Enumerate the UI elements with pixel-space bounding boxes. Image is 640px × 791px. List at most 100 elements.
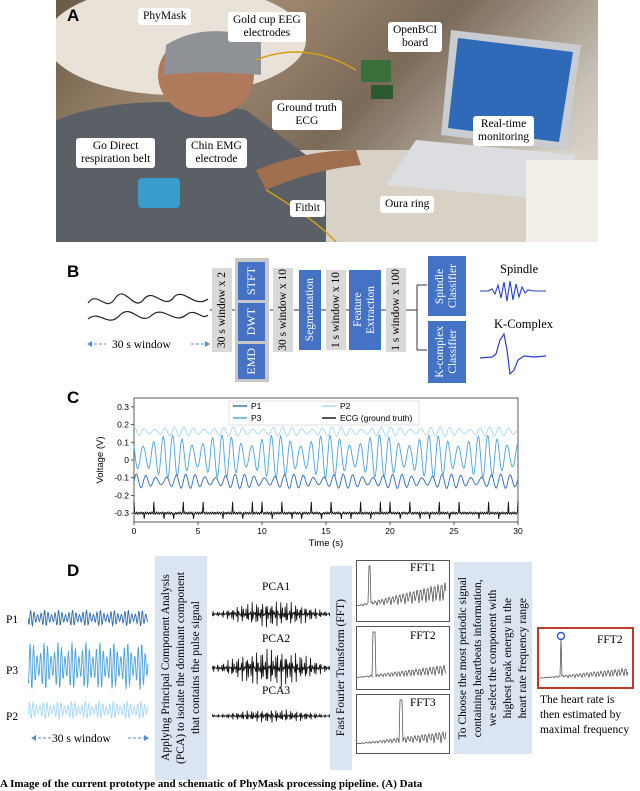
callout-fitbit-text: Fitbit: [295, 202, 320, 214]
box-feature-extraction: Feature Extraction: [349, 270, 381, 350]
box-kcomplex-text: K-complex Classifier: [434, 326, 459, 378]
result-spectrum-layer: [540, 637, 629, 679]
y-tick-label: -0.2: [114, 490, 129, 500]
fft-spectra-layer: [356, 565, 447, 745]
pca-signal-layer: [212, 601, 334, 723]
y-tick-label: 0.1: [117, 437, 129, 447]
pca-component-wave: [212, 648, 334, 688]
box-segmentation-text: Segmentation: [304, 278, 316, 342]
fft-spectrum-line: [356, 565, 447, 607]
callout-openbci-text: OpenBCI board: [393, 24, 438, 49]
input-signal-layer: [28, 609, 149, 721]
x-tick-label: 5: [196, 526, 201, 536]
box-stft: STFT: [238, 262, 265, 300]
result-spectrum-line: [540, 637, 629, 679]
result-fft-label: FFT2: [597, 634, 623, 646]
box-spindle-classifier: Spindle Classifier: [428, 256, 466, 316]
fft-spectrum-line: [356, 699, 447, 745]
y-axis-label: Voltage (V): [95, 437, 106, 484]
x-tick-label: 10: [257, 526, 267, 536]
box-1s-x100-text: 1 s window x 100: [390, 269, 402, 351]
callout-gold-cup: Gold cup EEG electrodes: [228, 12, 306, 42]
spindle-waveform: [480, 280, 546, 302]
p2-label: P2: [6, 711, 19, 723]
legend-entry: P3: [251, 413, 262, 423]
box-emd-text: EMD: [244, 348, 258, 375]
fft-spectrum-line: [356, 631, 447, 678]
callout-go-direct: Go Direct respiration belt: [76, 138, 156, 168]
input-signals: [28, 609, 149, 721]
fft-spectra: [356, 565, 447, 745]
callout-phymask: PhyMask: [138, 8, 192, 25]
y-ticks: 0.30.20.10-0.1-0.2-0.3: [114, 402, 134, 518]
box-dwt: DWT: [238, 303, 265, 341]
x-tick-label: 30: [513, 526, 523, 536]
peak-marker: [556, 631, 566, 641]
panel-label-b: B: [67, 262, 80, 281]
figure-caption: A Image of the current prototype and sch…: [0, 778, 423, 790]
pca-description-box: Applying Principal Component Analysis (P…: [155, 556, 207, 780]
series-layer: [133, 426, 519, 519]
callout-ecg-text: Ground truth ECG: [277, 102, 337, 127]
x-axis-label: Time (s): [309, 538, 343, 549]
fft2-plot: [356, 626, 450, 690]
y-tick-label: -0.1: [114, 473, 129, 483]
box-1s-x100: 1 s window x 100: [386, 268, 406, 352]
legend-entry: P1: [251, 401, 262, 411]
callout-phymask-text: PhyMask: [143, 10, 187, 22]
result-spectrum: [540, 631, 629, 679]
raw-eeg-waves: [87, 293, 209, 321]
fft3-plot: [356, 694, 450, 754]
x-tick-label: 20: [385, 526, 395, 536]
box-emd: EMD: [238, 344, 265, 379]
pca2-label: PCA2: [262, 633, 291, 645]
series-line-ecg: [133, 501, 519, 519]
box-1s-x10: 1 s window x 10: [326, 270, 346, 350]
input-signal-wave: [28, 642, 149, 690]
callout-real-time: Real-time monitoring: [473, 116, 535, 146]
fft3-label: FFT3: [410, 697, 436, 709]
box-window-x10-text: 30 s window x 10: [277, 269, 289, 351]
box-window-x10: 30 s window x 10: [273, 268, 293, 352]
legend-frame: [228, 400, 420, 426]
legend-entry: ECG (ground truth): [340, 413, 412, 423]
x-tick-label: 25: [449, 526, 459, 536]
box-window-x2-text: 30 s window x 2: [216, 271, 228, 349]
window-arrow-d: [31, 735, 149, 741]
window-label-b: 30 s window: [112, 339, 171, 351]
callout-oura-text: Oura ring: [385, 198, 430, 210]
series-line-p3: [133, 434, 519, 480]
series-line-p1: [133, 473, 519, 489]
callout-fitbit: Fitbit: [290, 200, 325, 217]
y-tick-label: 0: [124, 455, 129, 465]
series-line-p2: [133, 426, 519, 437]
pipeline-connectors: [210, 284, 427, 351]
result-description: The heart rate is then estimated by maxi…: [540, 694, 630, 736]
panel-label-d: D: [67, 561, 80, 580]
callout-gold-cup-text: Gold cup EEG electrodes: [233, 14, 301, 39]
choose-description-box: To Choose the most periodic signal conta…: [454, 562, 532, 754]
kcomplex-waveform: [479, 332, 547, 376]
y-tick-label: -0.3: [114, 508, 129, 518]
fft-description-text: Fast Fourier Transform (FFT): [335, 599, 347, 737]
callout-chin-emg: Chin EMG electrode: [186, 138, 247, 168]
pca-component-wave: [212, 709, 334, 723]
y-tick-label: 0.3: [117, 402, 129, 412]
output-spindle-label: Spindle: [500, 262, 539, 276]
callout-openbci: OpenBCI board: [388, 22, 443, 52]
result-fft-box: [537, 627, 634, 689]
box-feature-text: Feature Extraction: [352, 286, 377, 334]
box-segmentation: Segmentation: [299, 270, 321, 350]
input-signal-wave: [28, 699, 149, 721]
window-label-d: 30 s window: [52, 733, 111, 745]
legend-entry: P2: [340, 401, 351, 411]
box-kcomplex-classifier: K-complex Classifier: [428, 321, 466, 383]
p1-label: P1: [6, 614, 19, 626]
x-tick-label: 0: [132, 526, 137, 536]
pca1-label: PCA1: [262, 581, 291, 593]
fft-description-box: Fast Fourier Transform (FFT): [330, 566, 352, 770]
callout-oura: Oura ring: [380, 196, 435, 213]
